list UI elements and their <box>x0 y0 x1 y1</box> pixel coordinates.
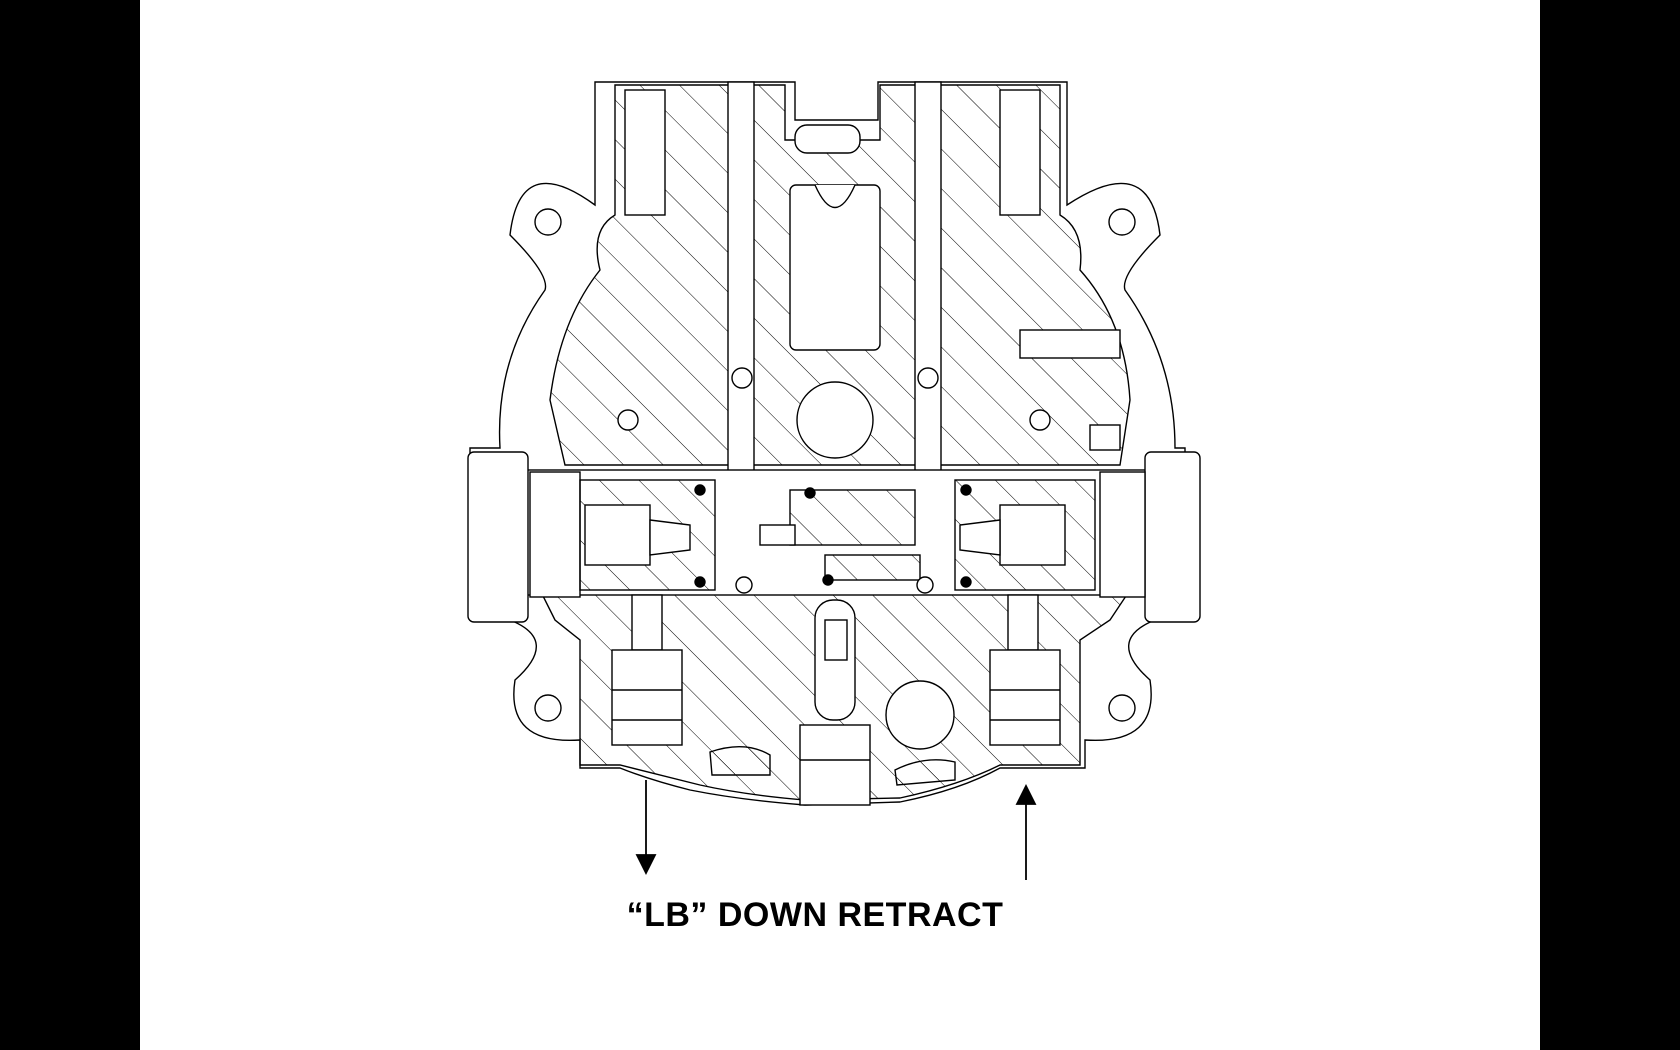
right-bore <box>914 81 942 493</box>
center-piston <box>789 489 916 546</box>
center-lower-port <box>799 724 871 806</box>
lower-left-port <box>611 649 683 746</box>
lower-left-stem <box>631 594 663 651</box>
diagram-slide: “LB” DOWN RETRACT <box>140 0 1540 1050</box>
center-bore <box>796 381 874 459</box>
left-plug <box>529 471 581 598</box>
diagram-caption: “LB” DOWN RETRACT <box>140 896 1540 935</box>
mount-hole-top-right <box>1108 208 1136 236</box>
right-side-pin <box>1019 329 1121 359</box>
left-bore <box>727 81 755 493</box>
top-groove <box>794 124 861 154</box>
housing-outline <box>469 81 1186 806</box>
right-end-cap <box>1144 451 1201 623</box>
mount-hole-bottom-left <box>534 694 562 722</box>
top-left-port <box>624 89 666 216</box>
caption-text: “LB” DOWN RETRACT <box>626 896 1004 934</box>
left-end-cap <box>467 451 529 623</box>
lower-round-port <box>885 680 955 750</box>
lower-right-stem <box>1007 594 1039 651</box>
lower-right-port <box>989 649 1061 746</box>
up-arrow-head <box>1015 783 1037 805</box>
slot-notch <box>814 184 856 208</box>
top-slot <box>789 184 881 351</box>
down-arrow-head <box>635 854 657 876</box>
top-right-port <box>999 89 1041 216</box>
mount-hole-top-left <box>534 208 562 236</box>
right-plug <box>1099 471 1146 598</box>
mount-hole-bottom-right <box>1108 694 1136 722</box>
